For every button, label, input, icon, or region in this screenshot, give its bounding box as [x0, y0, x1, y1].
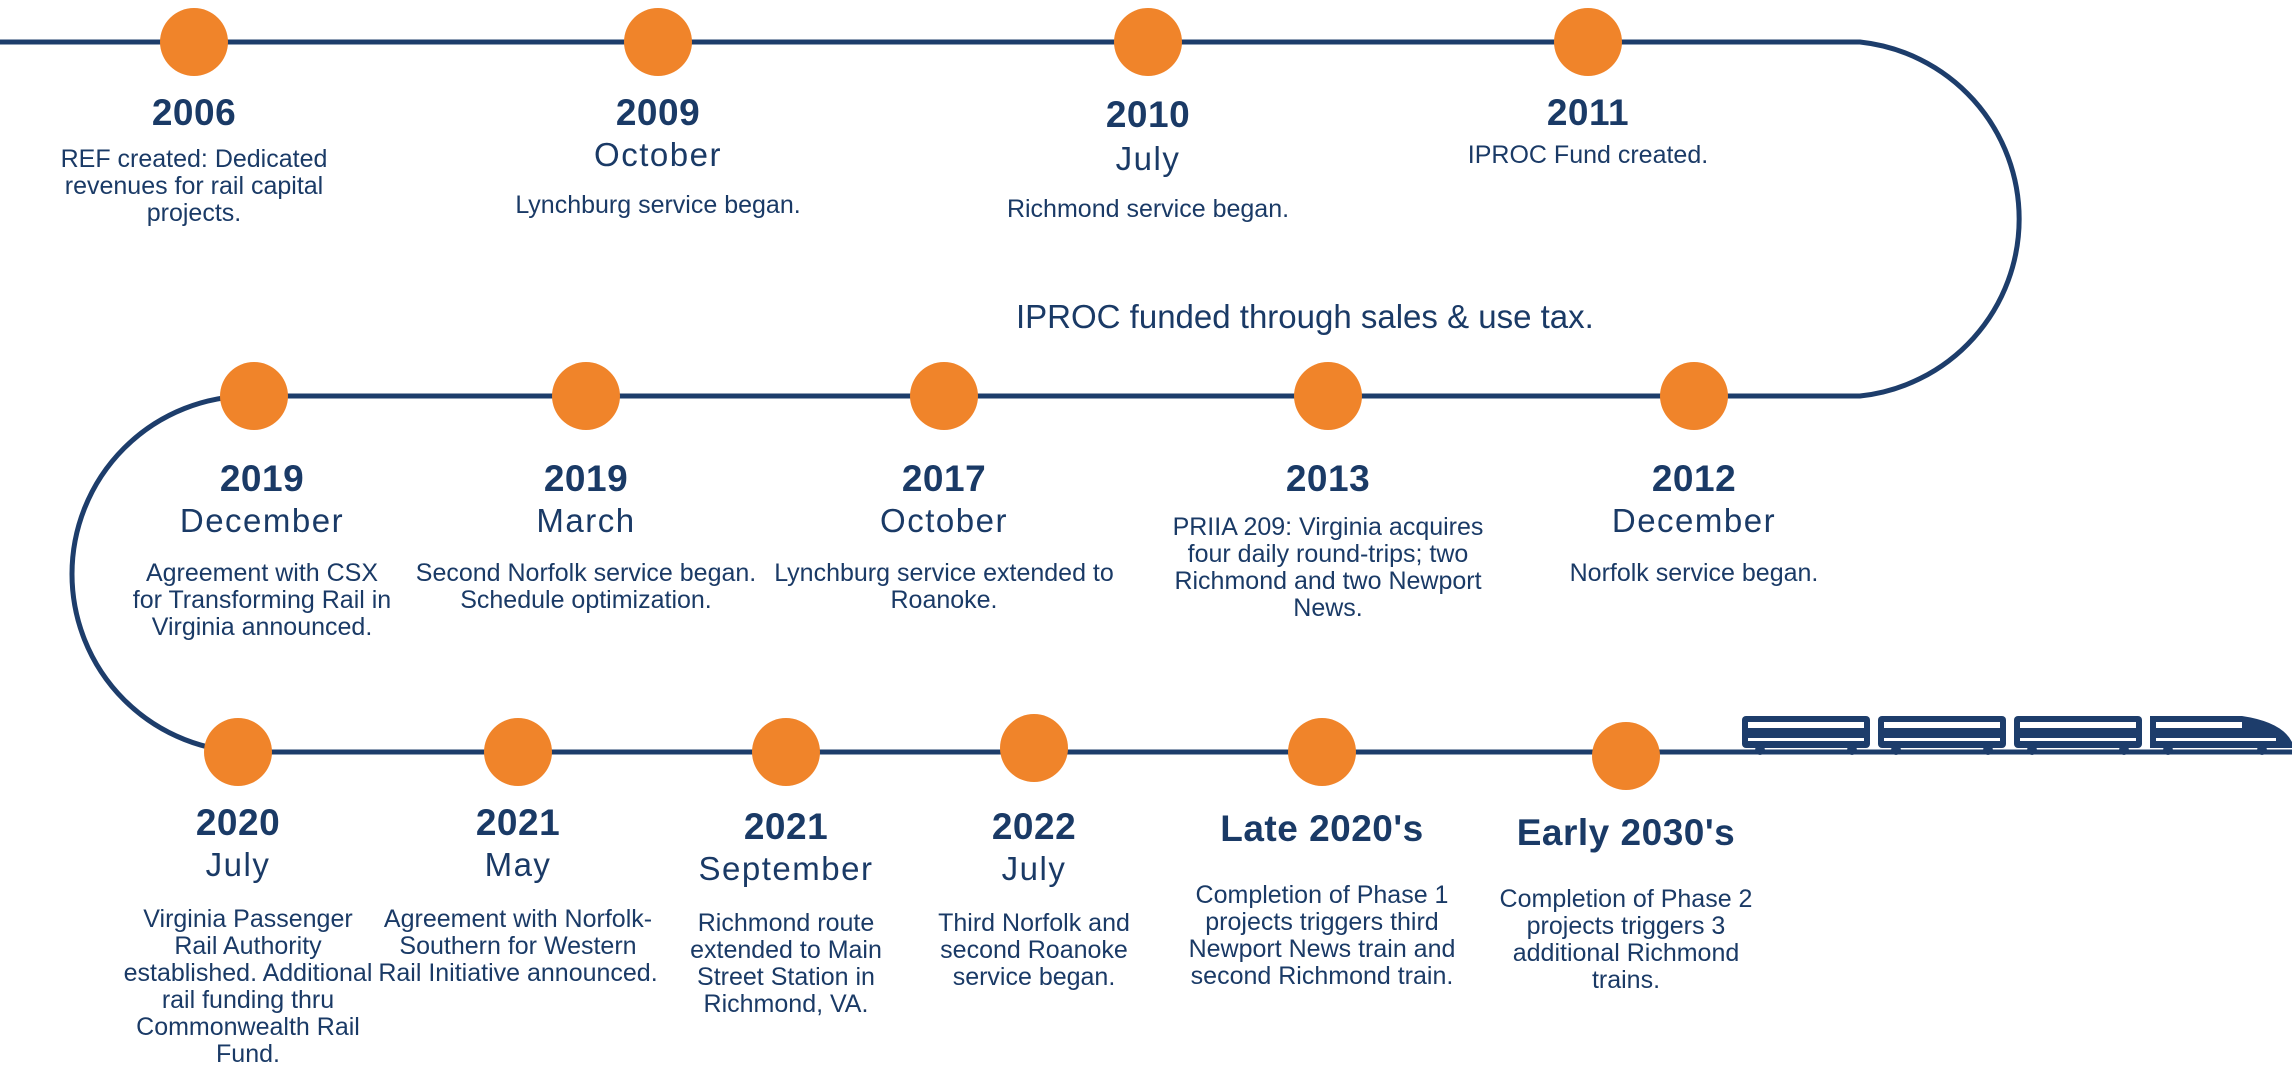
milestone-dot: [1554, 8, 1622, 76]
milestone-year: 2011: [1546, 92, 1630, 133]
milestone-year: 2006: [151, 92, 237, 133]
milestone-month: October: [880, 502, 1008, 539]
milestone-desc: PRIIA 209: Virginia acquires four daily …: [1172, 513, 1484, 622]
milestone-desc: Lynchburg service extended to Roanoke.: [774, 559, 1114, 614]
milestone-dot: [1294, 362, 1362, 430]
milestone-dot: [160, 8, 228, 76]
milestone-desc: Norfolk service began.: [1569, 559, 1819, 587]
milestone-desc: Virginia Passenger Rail Authority establ…: [123, 905, 373, 1068]
milestone-year: 2017: [901, 458, 987, 499]
milestone-year: Late 2020's: [1220, 808, 1424, 849]
milestone-year: 2022: [991, 806, 1077, 847]
milestone-dot: [220, 362, 288, 430]
milestone-year: 2010: [1105, 94, 1191, 135]
milestone-year: 2019: [219, 458, 305, 499]
milestone-dot: [1000, 714, 1068, 782]
milestone-desc: REF created: Dedicated revenues for rail…: [60, 145, 328, 227]
milestone-desc: Agreement with CSX for Transforming Rail…: [132, 559, 392, 641]
milestone-desc: Lynchburg service began.: [515, 191, 801, 219]
milestone-month: December: [179, 502, 345, 539]
milestone-month: October: [594, 136, 722, 173]
milestone-dot: [910, 362, 978, 430]
milestone-year: 2021: [743, 806, 829, 847]
milestone-dot: [204, 718, 272, 786]
milestone-dot: [552, 362, 620, 430]
milestone-dot: [1660, 362, 1728, 430]
milestone-dot: [752, 718, 820, 786]
milestone-desc: Second Norfolk service began. Schedule o…: [415, 559, 757, 614]
milestone-dot: [484, 718, 552, 786]
milestone-month: September: [698, 850, 874, 887]
milestone-desc: Completion of Phase 1 projects triggers …: [1188, 881, 1456, 990]
milestone-dot: [1288, 718, 1356, 786]
milestone-desc: Completion of Phase 2 projects triggers …: [1499, 885, 1753, 994]
milestone-dot: [1592, 722, 1660, 790]
milestone-dot: [1114, 8, 1182, 76]
train-icon: [1742, 716, 2292, 755]
milestone-month: July: [1001, 850, 1067, 887]
milestone-month: July: [1115, 140, 1181, 177]
milestone-month: May: [484, 846, 552, 883]
milestone-year: 2012: [1651, 458, 1737, 499]
timeline-note: IPROC funded through sales & use tax.: [1016, 298, 1594, 335]
milestone-month: December: [1611, 502, 1777, 539]
milestone-year: 2019: [543, 458, 629, 499]
milestone-desc: Third Norfolk and second Roanoke service…: [938, 909, 1130, 991]
milestone-dot: [624, 8, 692, 76]
milestone-year: 2009: [615, 92, 701, 133]
milestone-year: 2020: [195, 802, 281, 843]
milestone-desc: Richmond service began.: [1006, 195, 1290, 223]
milestone-year: 2021: [475, 802, 561, 843]
milestone-year: 2013: [1285, 458, 1371, 499]
milestone-month: March: [536, 502, 636, 539]
milestone-desc: Agreement with Norfolk-Southern for West…: [378, 905, 658, 987]
milestone-desc: IPROC Fund created.: [1467, 141, 1709, 169]
milestone-desc: Richmond route extended to Main Street S…: [690, 909, 882, 1018]
milestone-month: July: [205, 846, 271, 883]
milestone-year: Early 2030's: [1516, 812, 1736, 853]
